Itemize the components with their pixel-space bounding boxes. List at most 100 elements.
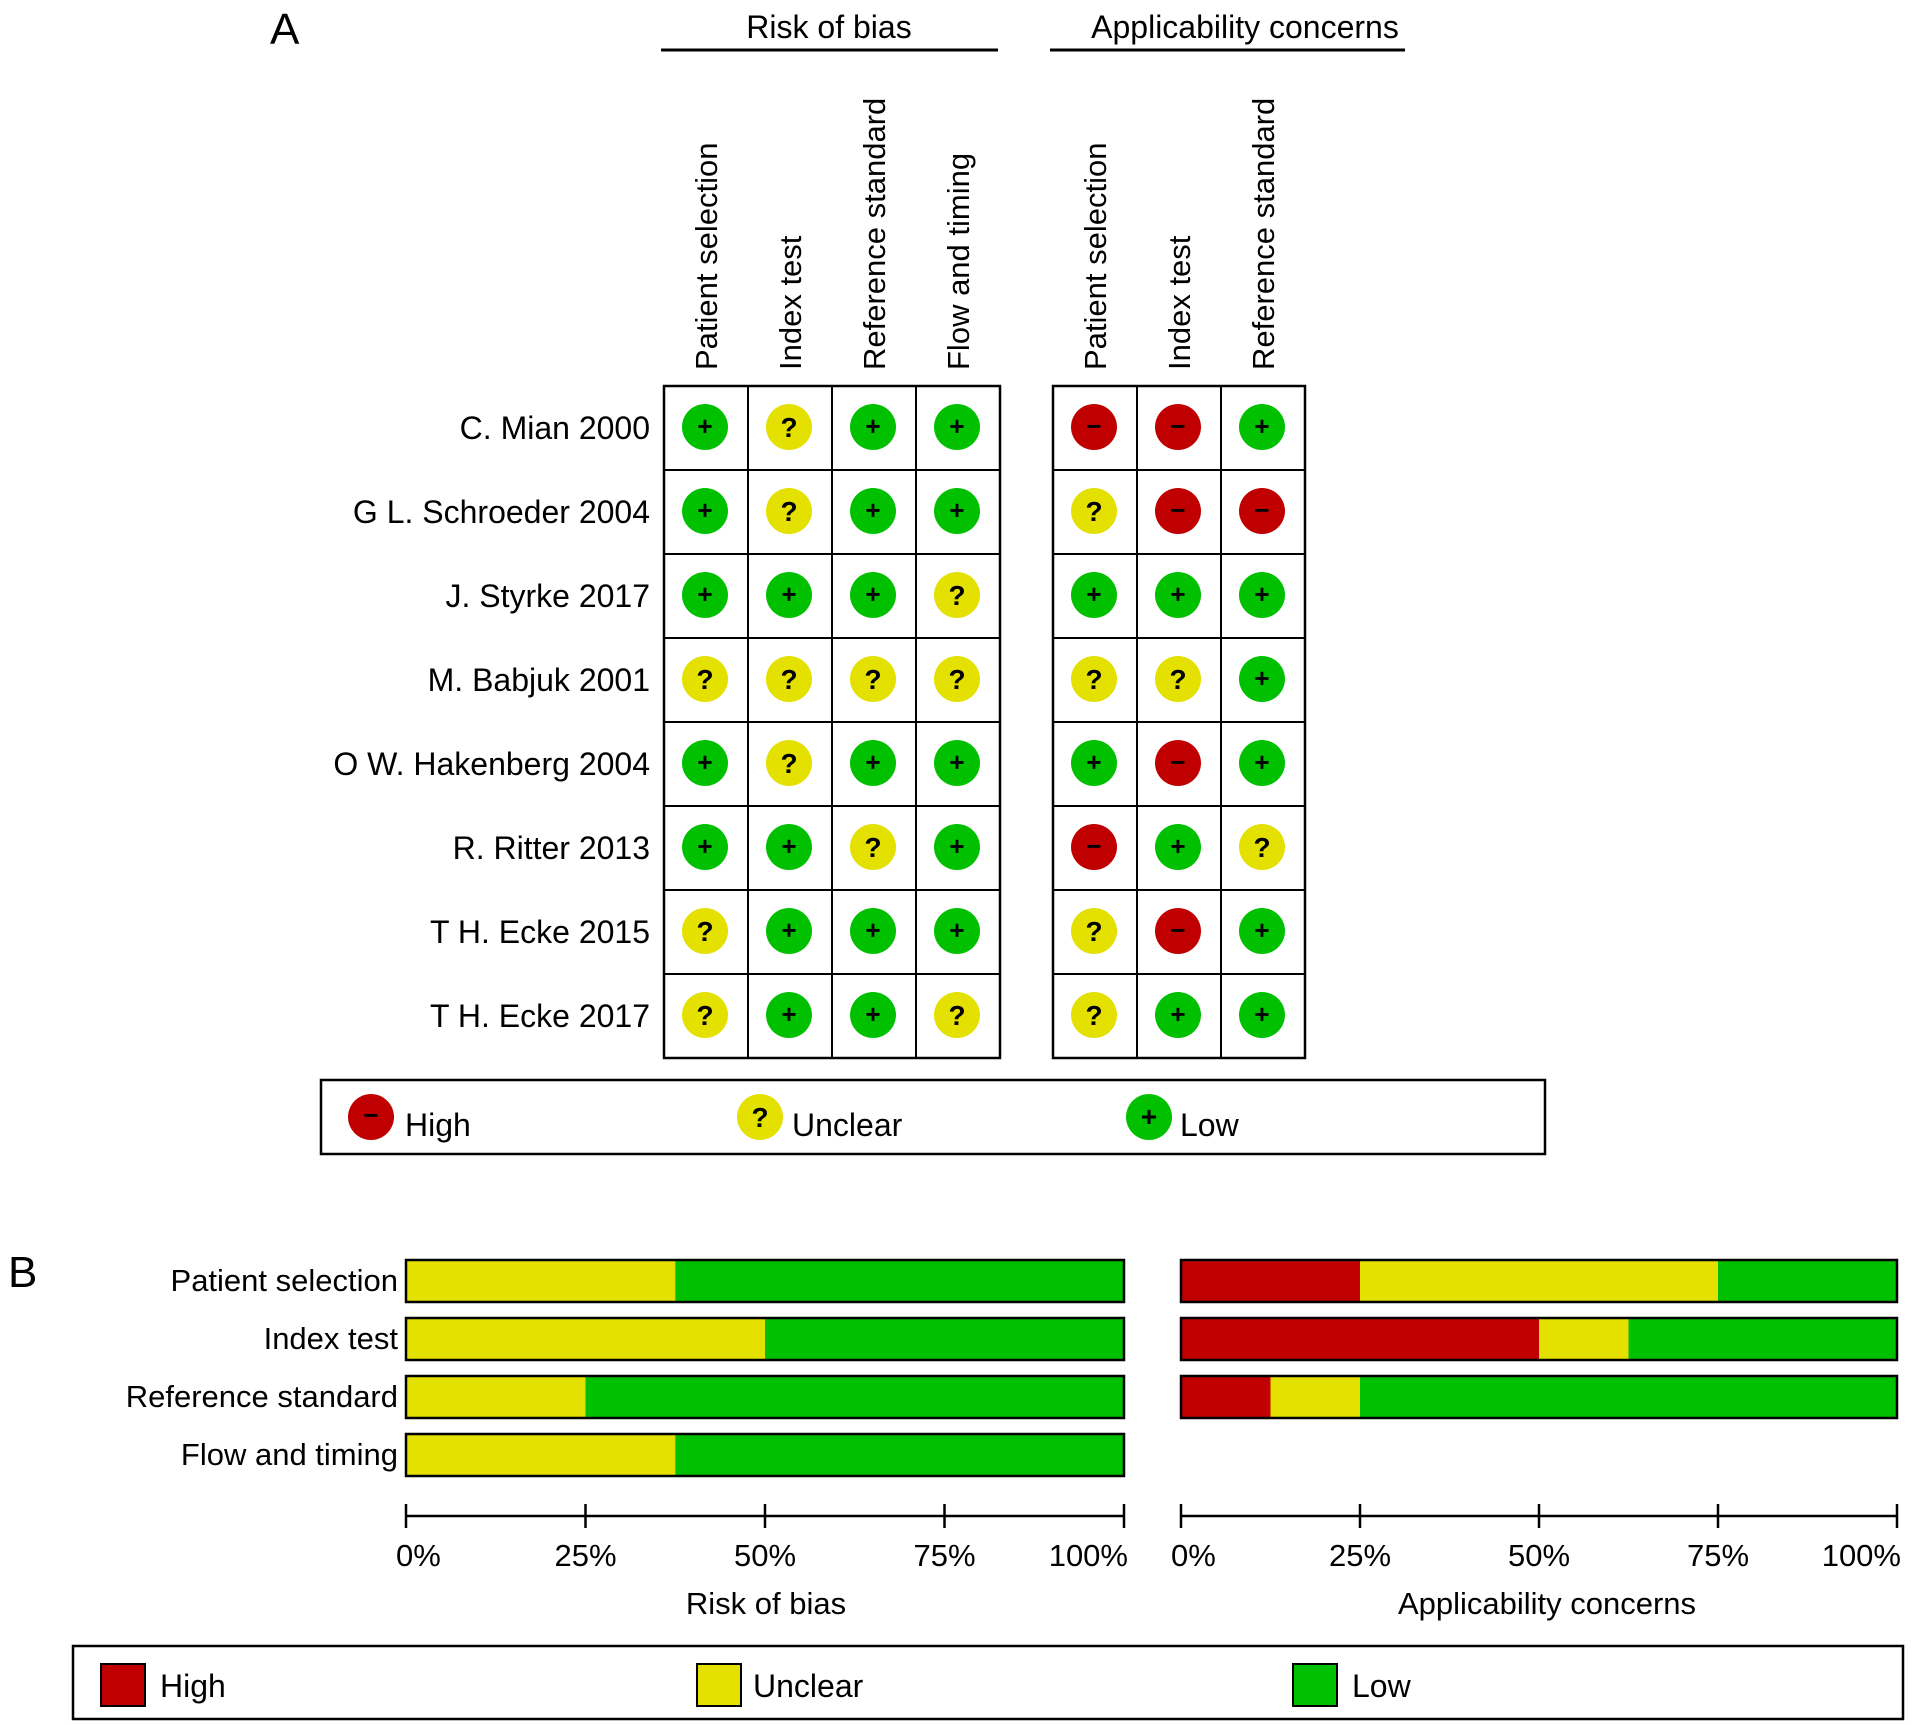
study-label-g-l-schroeder-2004: G L. Schroeder 2004	[353, 494, 650, 530]
rob-judgement-low-icon	[934, 488, 980, 534]
ac-judgement-low-mark: +	[1254, 747, 1269, 777]
ac-judgement-low-icon	[1239, 908, 1285, 954]
ac-judgement-high-mark: −	[1170, 411, 1185, 441]
rob-judgement-unclear-mark: ?	[864, 832, 881, 863]
rob-judgement-low-mark: +	[949, 495, 964, 525]
ac-judgement-unclear-icon	[1239, 824, 1285, 870]
rob-tick-label-0: 0%	[396, 1538, 441, 1573]
ac-judgement-low-mark: +	[1086, 579, 1101, 609]
rob-judgement-low-icon	[682, 488, 728, 534]
rob-judgement-unclear-mark: ?	[780, 748, 797, 779]
rob-bar-outline-reference-standard	[404, 1374, 1126, 1420]
rob-judgement-low-icon	[682, 572, 728, 618]
rob-judgement-unclear-icon	[850, 656, 896, 702]
ac-judgement-low-icon	[1239, 992, 1285, 1038]
ac-tick-label-75: 75%	[1687, 1538, 1749, 1573]
risk-of-bias-bars	[404, 1258, 1126, 1478]
ac-bar-outline-patient-selection	[1179, 1258, 1899, 1304]
rob-col-header-index-test: Index test	[773, 235, 808, 370]
rob-judgement-low-icon	[934, 740, 980, 786]
rob-judgement-low-icon	[850, 992, 896, 1038]
rob-bar-flow-and-timing-unclear	[406, 1434, 676, 1476]
ac-bar-patient-selection-low	[1718, 1260, 1897, 1302]
rob-judgement-low-icon	[766, 572, 812, 618]
rob-bar-outline-flow-and-timing	[404, 1432, 1126, 1478]
rob-judgement-unclear-icon	[934, 572, 980, 618]
ac-judgement-unclear-icon	[1071, 656, 1117, 702]
rob-judgement-low-mark: +	[949, 747, 964, 777]
rob-judgement-unclear-icon	[766, 740, 812, 786]
ac-judgement-high-mark: −	[1086, 831, 1101, 861]
rob-bar-outline-patient-selection	[404, 1258, 1126, 1304]
rob-judgement-low-mark: +	[865, 999, 880, 1029]
rob-judgement-unclear-icon	[766, 404, 812, 450]
ac-judgement-high-mark: −	[1170, 495, 1185, 525]
ac-judgement-low-mark: +	[1254, 411, 1269, 441]
panel-a-label: A	[270, 5, 300, 54]
ac-judgement-unclear-mark: ?	[1169, 664, 1186, 695]
rob-judgement-low-mark: +	[781, 579, 796, 609]
high-swatch	[100, 1663, 146, 1707]
rob-judgement-low-icon	[850, 572, 896, 618]
ac-judgement-high-mark: −	[1170, 915, 1185, 945]
ac-judgement-high-icon	[1071, 404, 1117, 450]
applicability-axis-title: Applicability concerns	[1398, 1586, 1696, 1621]
ac-bar-index-test-high	[1181, 1318, 1539, 1360]
ac-judgement-unclear-mark: ?	[1085, 496, 1102, 527]
ac-judgement-low-mark: +	[1254, 663, 1269, 693]
legend-b-unclear-label: Unclear	[753, 1668, 864, 1704]
rob-judgement-unclear-icon	[766, 488, 812, 534]
rob-judgement-low-icon	[850, 908, 896, 954]
study-label-o-w-hakenberg-2004: O W. Hakenberg 2004	[333, 746, 650, 782]
ac-judgement-low-mark: +	[1086, 747, 1101, 777]
rob-judgement-unclear-mark: ?	[948, 1000, 965, 1031]
rob-judgement-unclear-mark: ?	[780, 496, 797, 527]
unclear-symbol-icon	[737, 1094, 783, 1140]
ac-tick-label-0: 0%	[1171, 1538, 1216, 1573]
bar-legend-frame	[71, 1644, 1905, 1721]
rob-judgement-unclear-mark: ?	[948, 664, 965, 695]
rob-tick-label-75: 75%	[913, 1538, 975, 1573]
rob-judgement-low-icon	[850, 488, 896, 534]
study-label-t-h-ecke-2015: T H. Ecke 2015	[430, 914, 650, 950]
ac-judgement-high-icon	[1155, 908, 1201, 954]
domain-label-flow-and-timing: Flow and timing	[181, 1437, 398, 1472]
ac-col-header-index-test: Index test	[1162, 235, 1197, 370]
rob-judgement-low-mark: +	[949, 915, 964, 945]
rob-judgement-unclear-icon	[934, 656, 980, 702]
ac-bar-index-test-low	[1628, 1318, 1897, 1360]
ac-judgement-low-icon	[1071, 572, 1117, 618]
ac-bar-outline-reference-standard	[1179, 1374, 1899, 1420]
ac-bar-reference-standard-unclear	[1270, 1376, 1360, 1418]
symbol-legend: − High ? Unclear + Low	[319, 1078, 1547, 1156]
rob-judgement-low-mark: +	[865, 747, 880, 777]
ac-judgement-high-icon	[1155, 488, 1201, 534]
panel-a: A Risk of bias Applicability concerns Pa…	[270, 5, 1547, 1156]
legend-b-low-label: Low	[1352, 1668, 1412, 1704]
rob-bar-index-test-unclear	[406, 1318, 765, 1360]
ac-judgement-low-mark: +	[1170, 579, 1185, 609]
ac-judgement-low-mark: +	[1170, 831, 1185, 861]
rob-judgement-unclear-icon	[682, 656, 728, 702]
rob-judgement-low-mark: +	[781, 831, 796, 861]
ac-judgement-low-icon	[1155, 824, 1201, 870]
rob-bar-patient-selection-unclear	[406, 1260, 676, 1302]
ac-judgement-high-icon	[1239, 488, 1285, 534]
rob-judgement-low-mark: +	[865, 495, 880, 525]
unclear-swatch	[696, 1663, 742, 1707]
rob-judgement-low-icon	[934, 824, 980, 870]
applicability-bars	[1179, 1258, 1899, 1420]
rob-judgement-unclear-icon	[850, 824, 896, 870]
ac-judgement-unclear-mark: ?	[1085, 916, 1102, 947]
ac-judgement-low-icon	[1239, 740, 1285, 786]
rob-judgement-low-icon	[682, 740, 728, 786]
ac-judgement-low-mark: +	[1170, 999, 1185, 1029]
ac-judgement-unclear-icon	[1071, 908, 1117, 954]
symbol-legend-box	[319, 1078, 1547, 1156]
study-label-m-babjuk-2001: M. Babjuk 2001	[428, 662, 650, 698]
panel-b-label: B	[8, 1248, 37, 1297]
rob-col-header-reference-standard: Reference standard	[857, 98, 892, 370]
study-label-t-h-ecke-2017: T H. Ecke 2017	[430, 998, 650, 1034]
